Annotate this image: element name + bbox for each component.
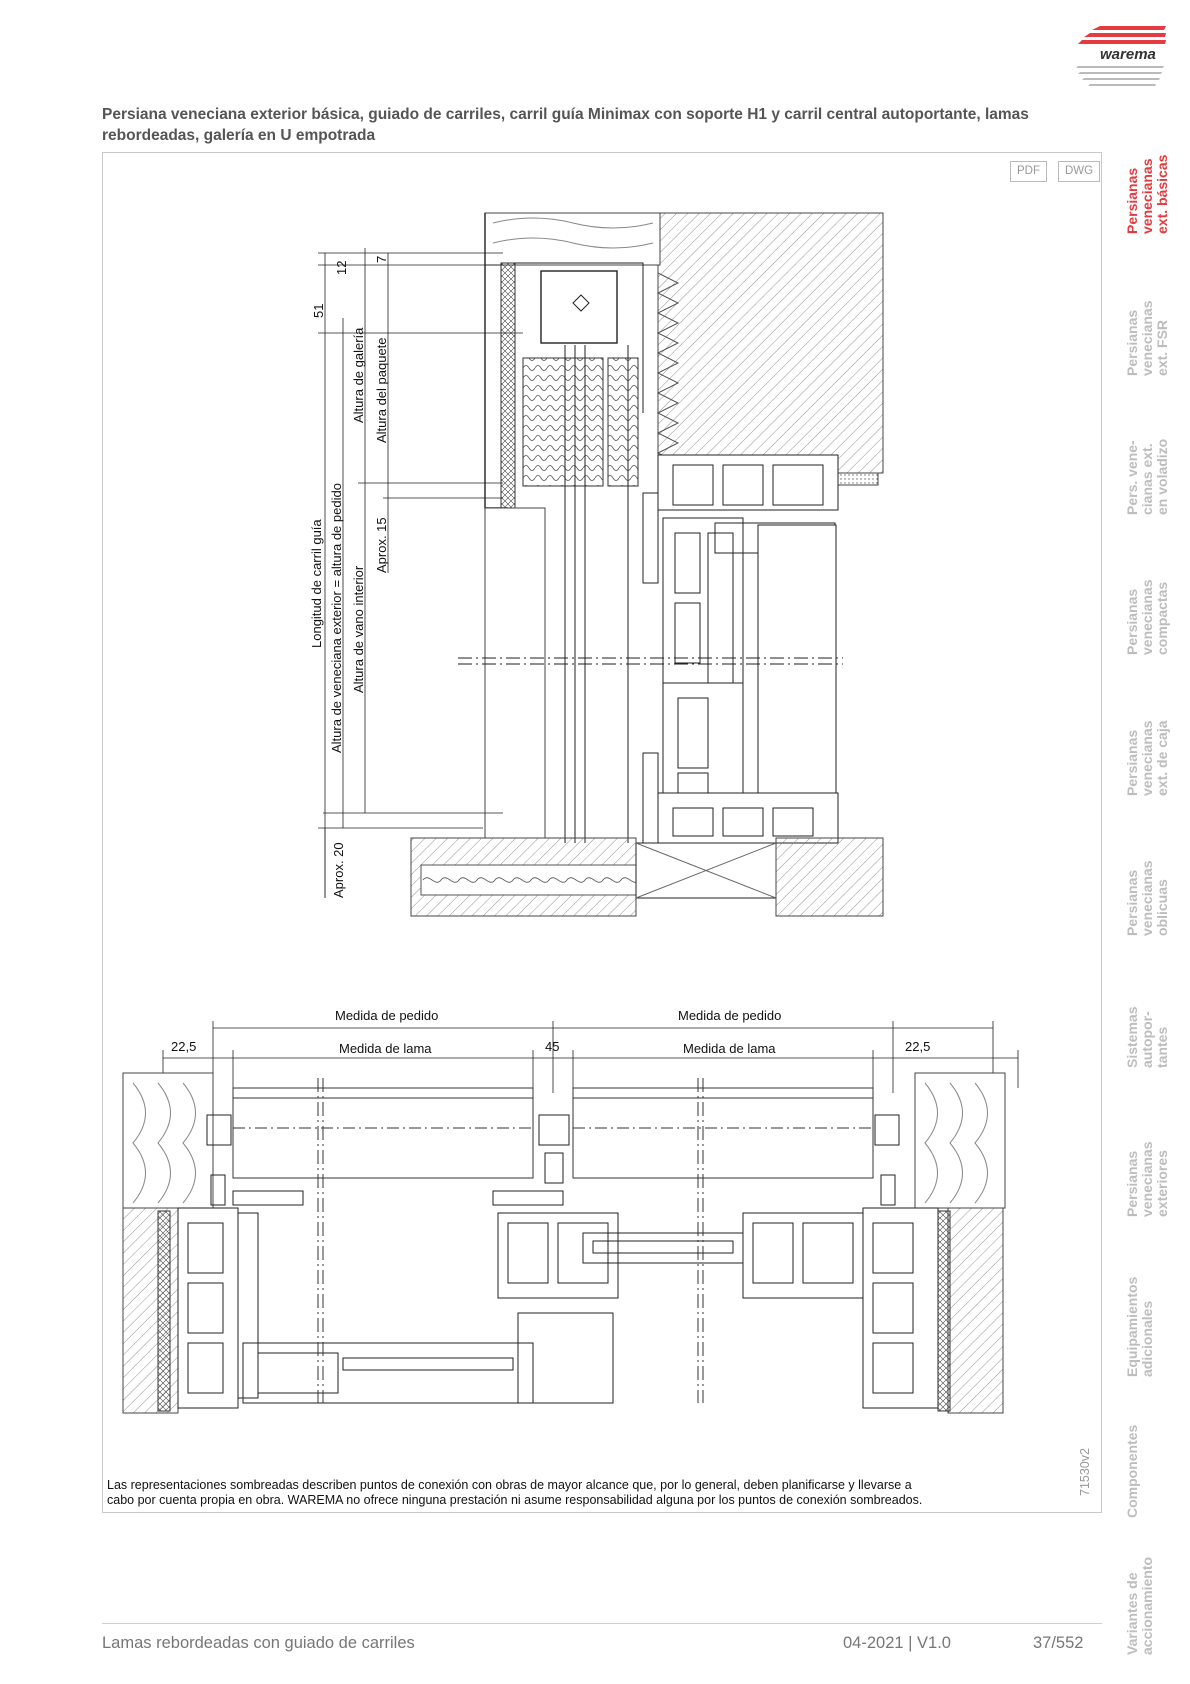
disclaimer-line-1: Las representaciones sombreadas describe…: [107, 1478, 912, 1492]
section-view: [410, 212, 884, 917]
dim-7: 7: [374, 256, 389, 263]
page-title: Persiana veneciana exterior básica, guia…: [102, 106, 1029, 144]
footer-title: Lamas rebordeadas con guiado de carriles: [102, 1634, 415, 1652]
lama-size-right: Medida de lama: [683, 1041, 776, 1056]
lama-size-left: Medida de lama: [339, 1041, 432, 1056]
nav-item-oblicuas[interactable]: Persianas venecianas oblicuas: [1124, 860, 1170, 937]
dim-51: 51: [311, 304, 326, 318]
disclaimer-line-2: cabo por cuenta propia en obra. WAREMA n…: [107, 1493, 923, 1507]
dim-22-5-left: 22,5: [171, 1039, 196, 1054]
dim-12: 12: [334, 261, 349, 275]
dim-aprox-15: Aprox. 15: [374, 517, 389, 573]
drawing-frame: [102, 152, 1102, 1513]
technical-drawing: 51 12 7 Aprox. 15 Aprox. 20 Longitud de …: [122, 212, 1019, 1414]
nav-item-accionamiento[interactable]: Variantes de accionamiento: [1124, 1556, 1155, 1655]
order-size-left: Medida de pedido: [335, 1008, 438, 1023]
section-dimension-texts: 51 12 7 Aprox. 15 Aprox. 20 Longitud de …: [309, 256, 389, 898]
plan-dimensions: [162, 1021, 1019, 1093]
svg-text:warema: warema: [1100, 46, 1156, 63]
nav-item-equipamientos[interactable]: Equipamientos adicionales: [1124, 1276, 1155, 1377]
drawing-code: 71530v2: [1078, 1448, 1092, 1496]
plan-view: [122, 1072, 1006, 1414]
dim-aprox-20: Aprox. 20: [331, 842, 346, 898]
nav-item-persianas-fsr[interactable]: Persianas venecianas ext. FSR: [1124, 300, 1170, 377]
label-altura-galeria: Altura de galería: [351, 327, 366, 423]
nav-item-componentes[interactable]: Componentes: [1124, 1424, 1140, 1518]
label-altura-paquete: Altura del paquete: [374, 337, 389, 443]
dim-45: 45: [545, 1039, 559, 1054]
footer-page-number: 37/552: [1033, 1634, 1084, 1652]
dim-22-5-right: 22,5: [905, 1039, 930, 1054]
disclaimer: Las representaciones sombreadas describe…: [107, 1478, 1067, 1508]
pdf-download-button[interactable]: PDF: [1010, 161, 1047, 182]
side-nav: Persianas venecianas ext. básicas Persia…: [1124, 140, 1190, 1684]
nav-item-persianas-basicas[interactable]: Persianas venecianas ext. básicas: [1124, 154, 1170, 234]
label-longitud-carril: Longitud de carril guía: [309, 519, 324, 648]
nav-item-autoportantes[interactable]: Sistemas autopor- tantes: [1124, 1006, 1170, 1068]
label-altura-vano: Altura de vano interior: [351, 565, 366, 693]
section-dimensions: [318, 248, 523, 898]
plan-dimension-texts: Medida de pedido Medida de pedido Medida…: [171, 1008, 930, 1056]
footer-date-version: 04-2021 | V1.0: [843, 1634, 951, 1652]
nav-item-voladizo[interactable]: Pers. vene- cianas ext. en voladizo: [1124, 438, 1170, 515]
warema-logo: warema: [1076, 26, 1166, 86]
dwg-download-button[interactable]: DWG: [1058, 161, 1101, 182]
label-altura-veneciana: Altura de veneciana exterior = altura de…: [329, 483, 344, 753]
nav-item-compactas[interactable]: Persianas venecianas compactas: [1124, 579, 1170, 656]
footer-divider: [102, 1623, 1102, 1624]
nav-item-exteriores[interactable]: Persianas venecianas exteriores: [1124, 1141, 1170, 1218]
nav-item-caja[interactable]: Persianas venecianas ext. de caja: [1124, 720, 1170, 797]
order-size-right: Medida de pedido: [678, 1008, 781, 1023]
